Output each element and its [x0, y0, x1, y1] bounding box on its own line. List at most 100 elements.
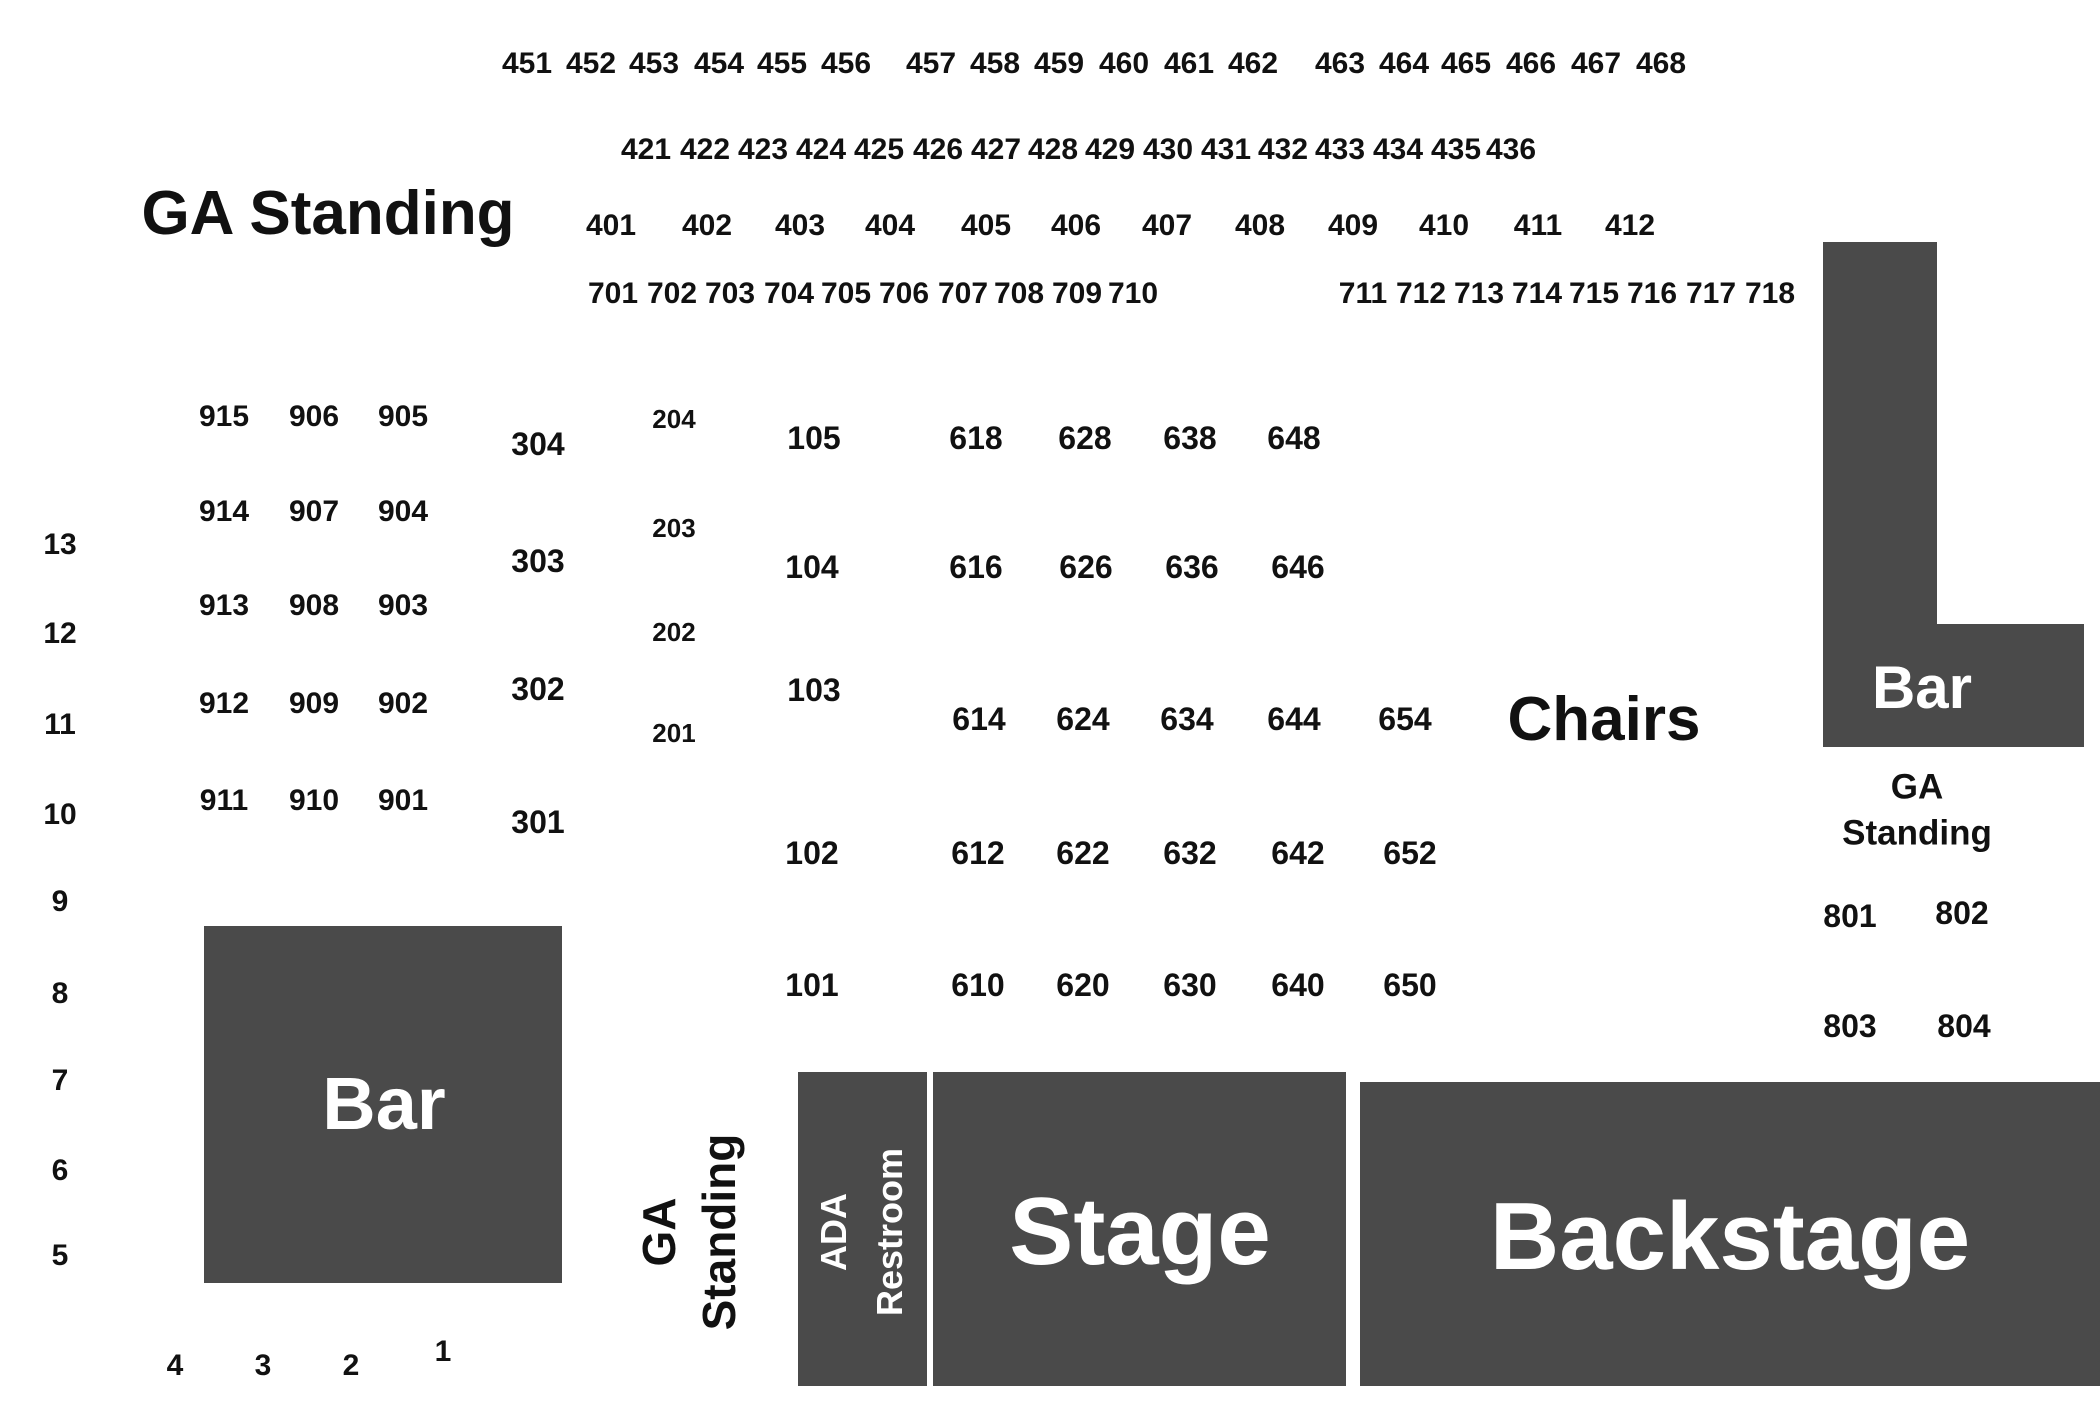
section-467[interactable]: 467	[1570, 47, 1622, 80]
section-409[interactable]: 409	[1327, 209, 1379, 242]
section-709[interactable]: 709	[1051, 277, 1103, 310]
section-902[interactable]: 902	[377, 687, 429, 720]
section-104[interactable]: 104	[785, 549, 839, 585]
section-412[interactable]: 412	[1604, 209, 1656, 242]
section-433[interactable]: 433	[1314, 133, 1366, 166]
section-102[interactable]: 102	[785, 835, 839, 871]
section-634[interactable]: 634	[1160, 701, 1214, 737]
section-103[interactable]: 103	[787, 672, 841, 708]
ga-standing-top-label[interactable]: GA Standing	[141, 179, 515, 248]
section-708[interactable]: 708	[993, 277, 1045, 310]
section-710[interactable]: 710	[1107, 277, 1159, 310]
section-642[interactable]: 642	[1271, 835, 1325, 871]
bar-left-area[interactable]	[204, 926, 562, 1283]
section-620[interactable]: 620	[1056, 967, 1110, 1003]
section-402[interactable]: 402	[681, 209, 733, 242]
section-11[interactable]: 11	[44, 708, 76, 741]
section-8[interactable]: 8	[51, 977, 69, 1010]
section-421[interactable]: 421	[620, 133, 672, 166]
section-616[interactable]: 616	[949, 549, 1003, 585]
section-644[interactable]: 644	[1267, 701, 1321, 737]
section-423[interactable]: 423	[737, 133, 789, 166]
section-704[interactable]: 704	[763, 277, 815, 310]
section-706[interactable]: 706	[878, 277, 930, 310]
section-801[interactable]: 801	[1823, 898, 1877, 934]
section-459[interactable]: 459	[1033, 47, 1085, 80]
section-715[interactable]: 715	[1568, 277, 1620, 310]
section-457[interactable]: 457	[905, 47, 957, 80]
section-202[interactable]: 202	[652, 617, 696, 647]
section-901[interactable]: 901	[377, 784, 429, 817]
section-428[interactable]: 428	[1027, 133, 1079, 166]
section-636[interactable]: 636	[1165, 549, 1219, 585]
section-464[interactable]: 464	[1378, 47, 1430, 80]
section-630[interactable]: 630	[1163, 967, 1217, 1003]
section-618[interactable]: 618	[949, 420, 1003, 456]
section-910[interactable]: 910	[288, 784, 340, 817]
section-6[interactable]: 6	[51, 1154, 69, 1187]
section-624[interactable]: 624	[1056, 701, 1110, 737]
section-628[interactable]: 628	[1058, 420, 1112, 456]
section-304[interactable]: 304	[511, 426, 565, 462]
section-465[interactable]: 465	[1440, 47, 1492, 80]
section-614[interactable]: 614	[952, 701, 1006, 737]
section-638[interactable]: 638	[1163, 420, 1217, 456]
section-626[interactable]: 626	[1059, 549, 1113, 585]
section-7[interactable]: 7	[51, 1064, 69, 1097]
section-717[interactable]: 717	[1685, 277, 1737, 310]
section-406[interactable]: 406	[1050, 209, 1102, 242]
section-431[interactable]: 431	[1200, 133, 1252, 166]
section-456[interactable]: 456	[820, 47, 872, 80]
section-303[interactable]: 303	[511, 543, 565, 579]
section-711[interactable]: 711	[1338, 277, 1388, 310]
section-425[interactable]: 425	[853, 133, 905, 166]
section-403[interactable]: 403	[774, 209, 826, 242]
section-426[interactable]: 426	[912, 133, 964, 166]
section-204[interactable]: 204	[652, 404, 696, 434]
section-911[interactable]: 911	[199, 784, 249, 817]
ada-restroom-area[interactable]	[798, 1072, 927, 1386]
section-466[interactable]: 466	[1505, 47, 1557, 80]
section-632[interactable]: 632	[1163, 835, 1217, 871]
section-702[interactable]: 702	[646, 277, 698, 310]
section-203[interactable]: 203	[652, 513, 696, 543]
section-462[interactable]: 462	[1227, 47, 1279, 80]
section-905[interactable]: 905	[377, 400, 429, 433]
section-803[interactable]: 803	[1823, 1008, 1877, 1044]
section-301[interactable]: 301	[511, 804, 565, 840]
section-622[interactable]: 622	[1056, 835, 1110, 871]
section-915[interactable]: 915	[198, 400, 250, 433]
section-654[interactable]: 654	[1378, 701, 1432, 737]
section-648[interactable]: 648	[1267, 420, 1321, 456]
section-404[interactable]: 404	[864, 209, 916, 242]
section-707[interactable]: 707	[937, 277, 989, 310]
section-714[interactable]: 714	[1511, 277, 1563, 310]
section-452[interactable]: 452	[565, 47, 617, 80]
section-401[interactable]: 401	[585, 209, 637, 242]
section-422[interactable]: 422	[679, 133, 731, 166]
section-646[interactable]: 646	[1271, 549, 1325, 585]
section-718[interactable]: 718	[1744, 277, 1796, 310]
section-302[interactable]: 302	[511, 671, 565, 707]
section-435[interactable]: 435	[1430, 133, 1482, 166]
section-650[interactable]: 650	[1383, 967, 1437, 1003]
section-703[interactable]: 703	[704, 277, 756, 310]
section-468[interactable]: 468	[1635, 47, 1687, 80]
section-458[interactable]: 458	[969, 47, 1021, 80]
section-411[interactable]: 411	[1513, 209, 1563, 242]
section-914[interactable]: 914	[198, 495, 250, 528]
section-432[interactable]: 432	[1257, 133, 1309, 166]
section-430[interactable]: 430	[1142, 133, 1194, 166]
section-427[interactable]: 427	[970, 133, 1022, 166]
section-12[interactable]: 12	[43, 617, 77, 650]
ga-standing-right-label[interactable]: GA Standing	[1842, 765, 1992, 856]
section-804[interactable]: 804	[1937, 1008, 1991, 1044]
section-460[interactable]: 460	[1098, 47, 1150, 80]
stage-area[interactable]	[933, 1072, 1346, 1386]
section-454[interactable]: 454	[693, 47, 745, 80]
section-451[interactable]: 451	[501, 47, 553, 80]
section-434[interactable]: 434	[1372, 133, 1424, 166]
section-652[interactable]: 652	[1383, 835, 1437, 871]
section-13[interactable]: 13	[43, 528, 77, 561]
section-802[interactable]: 802	[1935, 895, 1989, 931]
